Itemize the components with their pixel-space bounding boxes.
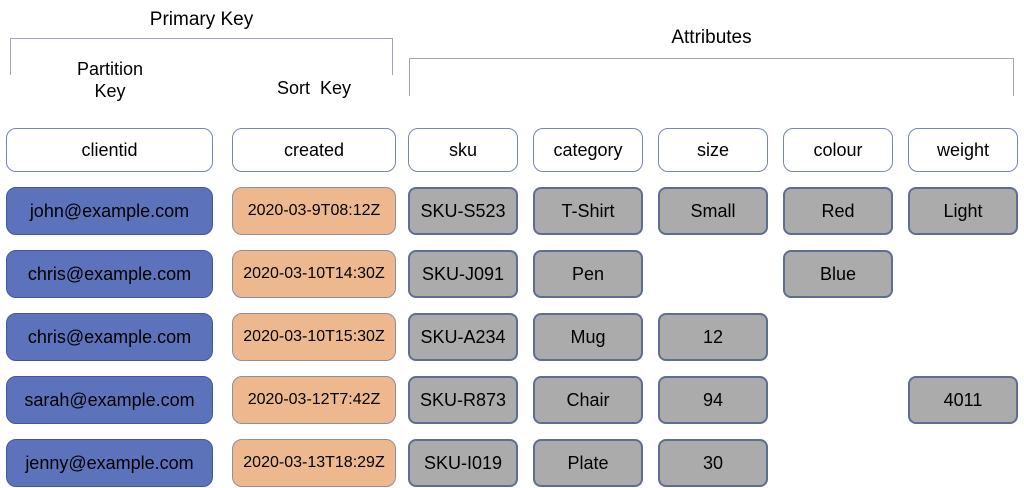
cell-row1-clientid: john@example.com (6, 187, 213, 235)
attributes-bracket (409, 58, 1014, 96)
primary-key-label: Primary Key (149, 9, 254, 30)
cell-row1-size: Small (658, 187, 768, 235)
cell-row5-created: 2020-03-13T18:29Z (232, 439, 396, 487)
header-clientid: clientid (6, 128, 213, 172)
cell-row1-weight: Light (908, 187, 1018, 235)
cell-row4-sku: SKU-R873 (408, 376, 518, 424)
cell-row1-sku: SKU-S523 (408, 187, 518, 235)
cell-row2-sku: SKU-J091 (408, 250, 518, 298)
primary-key-bracket (10, 38, 393, 75)
cell-row3-sku: SKU-A234 (408, 313, 518, 361)
cell-row2-category: Pen (533, 250, 643, 298)
cell-row5-sku: SKU-I019 (408, 439, 518, 487)
cell-row4-created: 2020-03-12T7:42Z (232, 376, 396, 424)
cell-row3-category: Mug (533, 313, 643, 361)
sort-key-label: Sort Key (276, 78, 352, 98)
header-weight: weight (908, 128, 1018, 172)
cell-row5-clientid: jenny@example.com (6, 439, 213, 487)
cell-row4-category: Chair (533, 376, 643, 424)
cell-row3-created: 2020-03-10T15:30Z (232, 313, 396, 361)
cell-row4-clientid: sarah@example.com (6, 376, 213, 424)
cell-row4-weight: 4011 (908, 376, 1018, 424)
cell-row3-clientid: chris@example.com (6, 313, 213, 361)
partition-key-label: Partition Key (76, 59, 144, 101)
cell-row5-size: 30 (658, 439, 768, 487)
cell-row2-created: 2020-03-10T14:30Z (232, 250, 396, 298)
header-size: size (658, 128, 768, 172)
header-created: created (232, 128, 396, 172)
cell-row1-colour: Red (783, 187, 893, 235)
header-colour: colour (783, 128, 893, 172)
cell-row2-clientid: chris@example.com (6, 250, 213, 298)
item-table: clientid created sku category size colou… (6, 128, 1018, 487)
cell-row5-category: Plate (533, 439, 643, 487)
attributes-label: Attributes (671, 27, 752, 48)
cell-row3-size: 12 (658, 313, 768, 361)
cell-row4-size: 94 (658, 376, 768, 424)
cell-row1-created: 2020-03-9T08:12Z (232, 187, 396, 235)
cell-row2-colour: Blue (783, 250, 893, 298)
header-sku: sku (408, 128, 518, 172)
cell-row1-category: T-Shirt (533, 187, 643, 235)
header-category: category (533, 128, 643, 172)
